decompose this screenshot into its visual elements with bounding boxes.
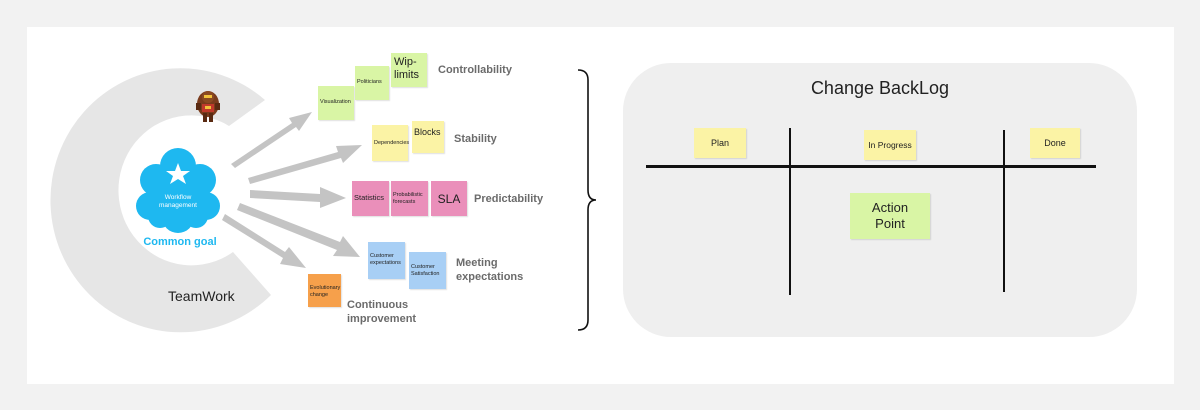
column-header-in-progress: In Progress (864, 130, 916, 160)
sticky-note-customer-expectations: Customer expectations (368, 242, 405, 279)
sticky-note-probabilistic-forecasts: Probabilistic forecasts (391, 181, 428, 216)
common-goal-caption: Common goal (143, 236, 217, 248)
group-label-predictability: Predictability (474, 193, 544, 205)
curly-brace-icon (577, 69, 597, 331)
teamwork-ring (50, 68, 272, 333)
sticky-note-wip-limits: Wip-limits (391, 53, 427, 87)
board-title: Change BackLog (810, 78, 950, 98)
sticky-note-visualization: Visualization (318, 86, 354, 120)
superhero-icon (196, 91, 220, 122)
board-column-divider-1 (789, 128, 791, 295)
sticky-note-evolutionary-change: Evolutionary change (308, 274, 341, 307)
group-label-stability: Stability (454, 133, 497, 145)
group-label-controllability: Controllability (438, 64, 512, 76)
card-action-point[interactable]: Action Point (850, 193, 930, 239)
sticky-note-statistics: Statistics (352, 181, 389, 216)
teamwork-label: TeamWork (168, 288, 235, 304)
sticky-note-dependencies: Dependencies (372, 125, 409, 161)
workflow-management-label: Workflow management (159, 194, 197, 209)
column-header-done: Done (1030, 128, 1080, 158)
arrow-icon (222, 112, 362, 268)
cloud-icon (136, 148, 220, 233)
group-label-continuous-improvement: Continuous improvement (347, 299, 417, 325)
star-icon (166, 163, 190, 184)
sticky-note-politicians: Politicians (355, 66, 389, 100)
board-column-divider-2 (1003, 130, 1005, 292)
sticky-note-customer-satisfaction: Customer Satisfaction (409, 252, 446, 289)
column-header-plan: Plan (694, 128, 746, 158)
group-label-meeting-expectations: Meeting expectations (456, 257, 524, 283)
sticky-note-sla: SLA (431, 181, 467, 216)
teamwork-diagram (50, 68, 597, 333)
board-header-line (646, 165, 1096, 168)
sticky-note-blocks: Blocks (412, 121, 444, 153)
